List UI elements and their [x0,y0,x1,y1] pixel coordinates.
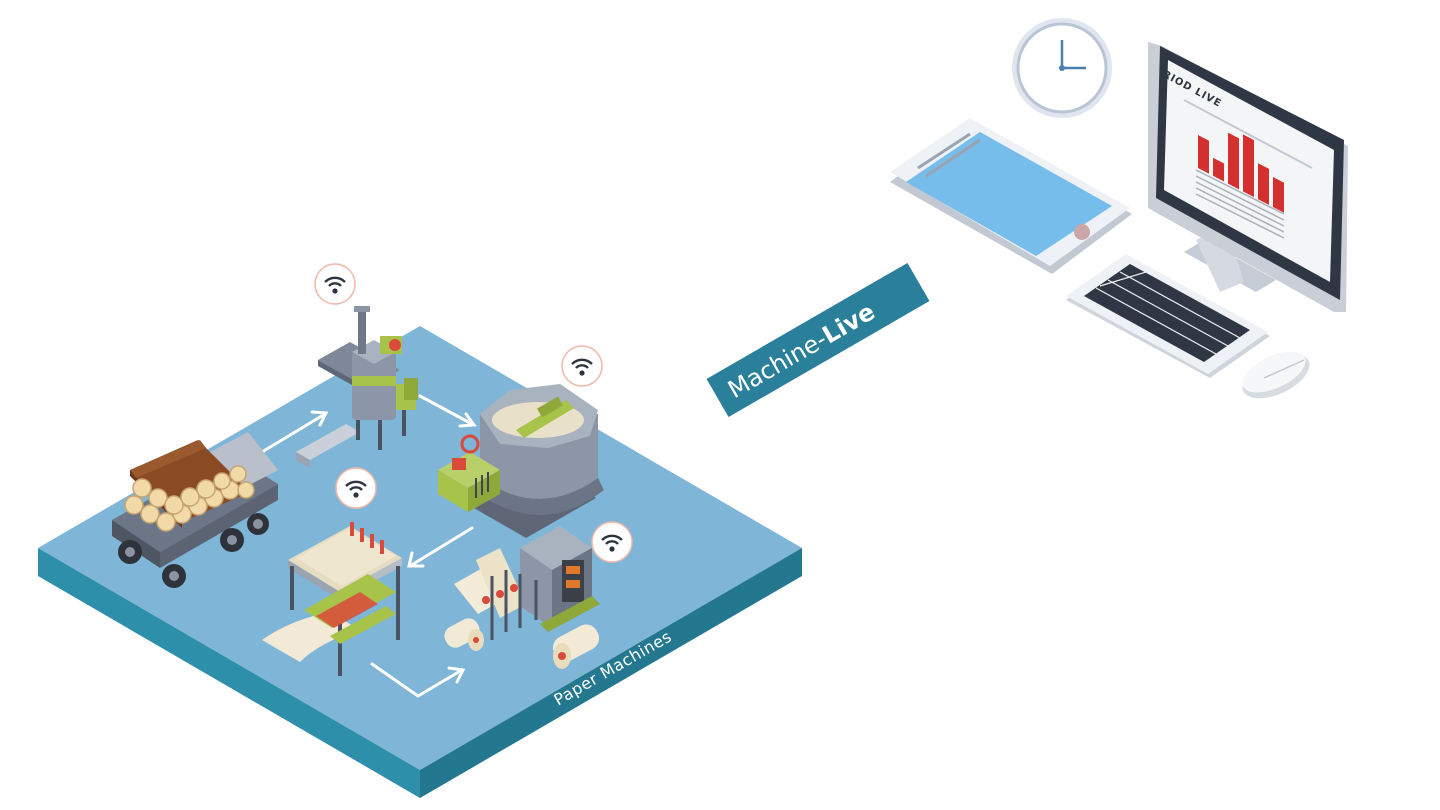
chart-bar [1243,134,1254,198]
mouse-icon [1242,351,1310,399]
pulper-tank [438,384,604,538]
platform-right-side [420,548,802,798]
forming-machine [262,522,402,676]
chipper-machine [296,306,418,468]
clock-icon [1012,18,1112,118]
desktop-monitor-icon: RIOD LIVE [1148,42,1348,312]
wifi-signal-icon [335,467,377,509]
flow-arrows [260,394,477,698]
chart-bar [1258,163,1269,205]
flow-arrow-icon [418,394,477,428]
factory-platform [38,326,802,798]
chart-bar [1273,177,1284,213]
machine-live-banner: Machine-Live [706,262,930,418]
flow-arrow-icon [370,662,466,698]
chart-bar [1213,157,1224,182]
paper-roll [444,618,484,651]
log-trailer [112,432,278,588]
platform-left-side [38,548,420,798]
tablet-icon [890,118,1132,274]
monitor-bar-chart [1198,132,1284,213]
svg-text:Machine-Live: Machine-Live [723,297,880,404]
keyboard-icon [1066,254,1270,378]
wifi-signal-icon [591,521,633,563]
paper-roll [552,624,600,669]
dryer-winder [444,526,600,669]
flow-arrow-icon [407,526,474,568]
log-stack [124,440,255,532]
wifi-signal-icon [314,263,356,305]
chart-bar [1228,132,1239,190]
chart-bar [1198,135,1209,174]
pulper-motor [438,434,500,512]
flow-arrow-icon [260,410,329,454]
wifi-signal-icon [561,345,603,387]
